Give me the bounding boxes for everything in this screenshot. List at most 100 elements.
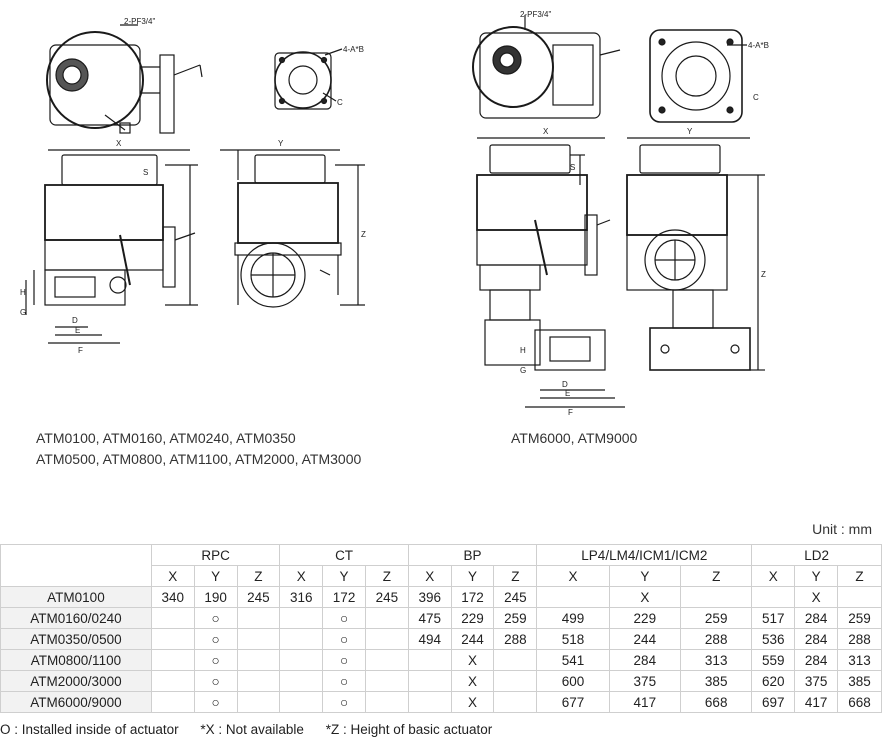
label-h: H xyxy=(20,288,26,297)
group-header: LP4/LM4/ICM1/ICM2 xyxy=(536,544,753,566)
value-cell xyxy=(364,691,409,713)
model-cell: ATM0160/0240 xyxy=(0,607,152,629)
label-z: Z xyxy=(361,230,366,239)
value-cell xyxy=(236,649,281,671)
value-cell xyxy=(679,586,753,608)
sub-header: Z xyxy=(493,565,538,587)
group-header: LD2 xyxy=(751,544,882,566)
value-cell: 494 xyxy=(407,628,452,650)
value-cell: 340 xyxy=(150,586,195,608)
value-cell: 385 xyxy=(837,670,882,692)
value-cell xyxy=(364,649,409,671)
value-cell: 313 xyxy=(837,649,882,671)
value-cell xyxy=(407,649,452,671)
sub-header: X xyxy=(536,565,610,587)
value-cell xyxy=(493,649,538,671)
sub-header: Y xyxy=(794,565,838,587)
value-cell xyxy=(407,670,452,692)
value-cell: ○ xyxy=(322,691,366,713)
label-bolt: 4-A*B xyxy=(343,45,364,54)
label-x: X xyxy=(116,139,122,148)
model-header xyxy=(0,544,152,587)
value-cell: 288 xyxy=(679,628,753,650)
sub-header-row: X Y Z X Y Z X Y Z X Y Z X Y Z xyxy=(1,565,882,587)
sub-header: Z xyxy=(364,565,409,587)
label-f: F xyxy=(78,346,83,355)
value-cell: 541 xyxy=(536,649,610,671)
value-cell: X xyxy=(608,586,682,608)
value-cell: X xyxy=(794,586,838,608)
label-g: G xyxy=(20,308,26,317)
left-actuator-drawing: 2-PF3/4" 4-A*B C X Y S Z H G D E F xyxy=(20,17,366,355)
value-cell: 229 xyxy=(450,607,495,629)
value-cell xyxy=(279,628,324,650)
value-cell xyxy=(364,628,409,650)
value-cell: 313 xyxy=(679,649,753,671)
sub-header: X xyxy=(407,565,452,587)
value-cell: 245 xyxy=(493,586,538,608)
sub-header: Z xyxy=(837,565,882,587)
model-cell: ATM6000/9000 xyxy=(0,691,152,713)
label-f-right: F xyxy=(568,408,573,415)
value-cell xyxy=(279,691,324,713)
sub-header: Z xyxy=(236,565,281,587)
value-cell xyxy=(150,670,195,692)
value-cell: 245 xyxy=(236,586,281,608)
value-cell: 244 xyxy=(608,628,682,650)
value-cell: 288 xyxy=(837,628,882,650)
value-cell xyxy=(150,607,195,629)
value-cell xyxy=(751,586,796,608)
value-cell: ○ xyxy=(322,607,366,629)
value-cell xyxy=(364,670,409,692)
label-e: E xyxy=(75,326,80,335)
value-cell xyxy=(150,691,195,713)
value-cell: 385 xyxy=(679,670,753,692)
label-g-right: G xyxy=(520,366,526,375)
value-cell: 245 xyxy=(364,586,409,608)
value-cell: 475 xyxy=(407,607,452,629)
value-cell: 172 xyxy=(322,586,366,608)
value-cell: 288 xyxy=(493,628,538,650)
value-cell: ○ xyxy=(193,607,238,629)
value-cell: 316 xyxy=(279,586,324,608)
value-cell: 417 xyxy=(794,691,838,713)
footnote-installed: O : Installed inside of actuator xyxy=(0,722,179,737)
value-cell: 284 xyxy=(794,628,838,650)
sub-header: Y xyxy=(450,565,495,587)
value-cell: 517 xyxy=(751,607,796,629)
value-cell: ○ xyxy=(322,649,366,671)
value-cell: 259 xyxy=(837,607,882,629)
value-cell xyxy=(279,649,324,671)
label-e-right: E xyxy=(565,389,570,398)
value-cell: ○ xyxy=(322,670,366,692)
value-cell: 600 xyxy=(536,670,610,692)
sub-header: Y xyxy=(322,565,366,587)
group-header: BP xyxy=(407,544,538,566)
group-header-row: RPC CT BP LP4/LM4/ICM1/ICM2 LD2 xyxy=(0,544,882,587)
value-cell: 284 xyxy=(794,649,838,671)
label-s-right: S xyxy=(570,163,575,172)
label-pf: 2-PF3/4" xyxy=(124,17,155,26)
value-cell xyxy=(150,649,195,671)
value-cell: 190 xyxy=(193,586,238,608)
value-cell: 620 xyxy=(751,670,796,692)
value-cell xyxy=(150,628,195,650)
value-cell: 536 xyxy=(751,628,796,650)
value-cell: X xyxy=(450,691,495,713)
value-cell: 499 xyxy=(536,607,610,629)
value-cell: 259 xyxy=(679,607,753,629)
label-bolt-right: 4-A*B xyxy=(748,41,769,50)
unit-label: Unit : mm xyxy=(812,521,872,537)
value-cell: 284 xyxy=(794,607,838,629)
value-cell xyxy=(236,670,281,692)
value-cell xyxy=(236,607,281,629)
value-cell: ○ xyxy=(322,628,366,650)
model-cell: ATM0350/0500 xyxy=(0,628,152,650)
value-cell: 259 xyxy=(493,607,538,629)
value-cell: X xyxy=(450,670,495,692)
label-d-right: D xyxy=(562,380,568,389)
footnote-not-available: *X : Not available xyxy=(200,722,304,737)
value-cell xyxy=(364,607,409,629)
